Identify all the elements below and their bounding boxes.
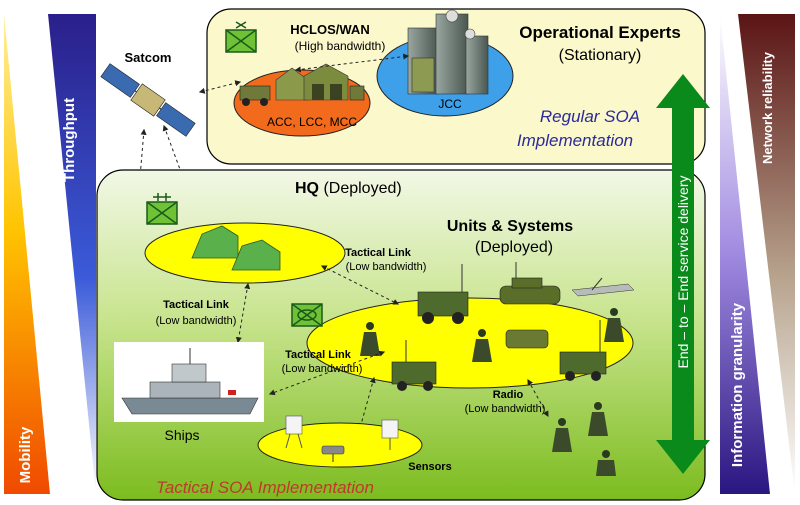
- hq-deployed-unit-symbol-icon: [146, 193, 178, 225]
- jcc-building-icon: [407, 9, 489, 95]
- throughput-bar: [48, 14, 96, 494]
- hclos-link: [294, 53, 410, 73]
- soldiers-icon: [360, 308, 624, 476]
- reliability-bar: [738, 14, 795, 494]
- hq-tents-icon: [191, 225, 281, 271]
- regular-soa-line1: Regular SOA: [540, 107, 640, 126]
- hclos-wan-sub: (High bandwidth): [295, 39, 386, 53]
- end-to-end-arrow-shape: [656, 74, 710, 474]
- radio-title: Radio: [493, 389, 524, 401]
- bottom-zone: HQ (Deployed) Units & Systems (Deployed): [96, 169, 706, 501]
- hq-title: HQ (Deployed): [295, 180, 402, 197]
- mobility-bar: [4, 14, 50, 494]
- satellite-icon: [100, 63, 196, 137]
- tactical-link-2-title: Tactical Link: [163, 299, 230, 311]
- ships-label: Ships: [164, 427, 199, 443]
- top-zone: Operational Experts (Stationary) Regular…: [206, 8, 706, 165]
- units-vehicles-icon: [391, 262, 635, 391]
- acc-lcc-mcc-label: ACC, LCC, MCC: [267, 115, 357, 129]
- units-to-sensors-link: [358, 376, 376, 430]
- sensors-icon: [285, 415, 399, 462]
- end-to-end-label: End – to – End service delivery: [675, 176, 691, 369]
- warship-icon: [121, 348, 259, 415]
- tactical-link-2-sub: (Low bandwidth): [156, 315, 237, 327]
- units-systems-sub: (Deployed): [475, 239, 553, 256]
- satcom-to-top-link: [198, 80, 242, 94]
- units-ellipse: [306, 297, 634, 389]
- operational-experts-title: Operational Experts: [519, 23, 681, 42]
- left-side-bars: Throughput Mobility: [4, 14, 96, 494]
- command-post-vehicles-icon: [239, 63, 365, 106]
- operational-experts-subtitle: (Stationary): [559, 47, 642, 64]
- hq-unit-symbol-icon: [225, 21, 257, 53]
- satcom-label: Satcom: [125, 50, 172, 65]
- information-granularity-label: Information granularity: [729, 302, 746, 467]
- throughput-label: Throughput: [61, 98, 78, 182]
- network-reliability-label: Network reliability: [760, 51, 775, 164]
- hclos-wan-title: HCLOS/WAN: [290, 22, 369, 37]
- units-systems-title: Units & Systems: [447, 218, 573, 235]
- hq-to-units-link: [320, 265, 400, 305]
- tactical-soa-label: Tactical SOA Implementation: [156, 478, 374, 497]
- hq-rest: (Deployed): [319, 180, 402, 197]
- radio-sub: (Low bandwidth): [465, 403, 546, 415]
- units-unit-symbol-icon: [291, 303, 323, 327]
- end-to-end-arrow: End – to – End service delivery: [656, 74, 710, 474]
- tactical-link-1-sub: (Low bandwidth): [346, 261, 427, 273]
- tactical-link-1-title: Tactical Link: [345, 247, 412, 259]
- hq-bold: HQ: [295, 180, 319, 197]
- sensors-label: Sensors: [408, 461, 451, 473]
- granularity-bar: [720, 14, 770, 494]
- regular-soa-line2: Implementation: [517, 131, 633, 150]
- units-to-soldiers-link: [527, 378, 549, 418]
- jcc-label: JCC: [438, 97, 462, 111]
- hq-to-ships-link: [235, 282, 251, 344]
- tactical-link-3-title: Tactical Link: [285, 349, 352, 361]
- right-side-bars: Network reliability Information granular…: [720, 14, 795, 494]
- mobility-label: Mobility: [17, 426, 34, 483]
- units-to-ships-link: [268, 350, 386, 396]
